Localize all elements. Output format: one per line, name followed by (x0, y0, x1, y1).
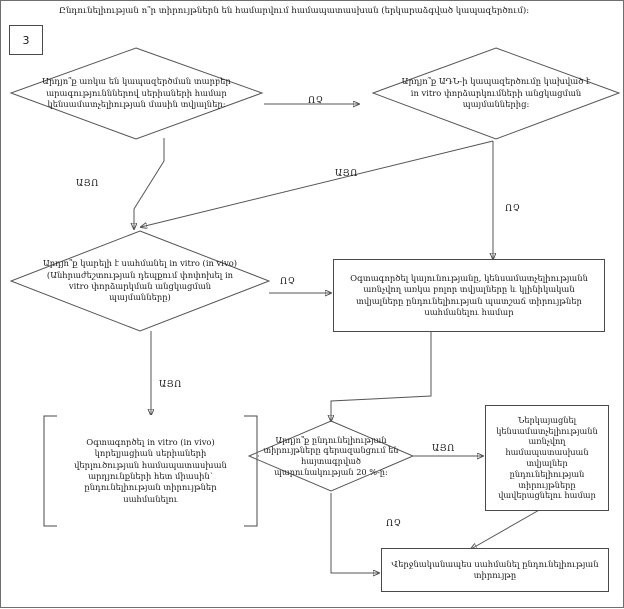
hexagon-shape (9, 47, 264, 140)
process-finalize-acceptance-range[interactable]: Վերջնականապես սահմանել ընդունելիության տ… (381, 548, 609, 592)
page-number: 3 (22, 33, 30, 47)
page-title: Ընդունելիության ո՞ր տիրույթներն են համար… (59, 6, 530, 16)
process-use-all-data[interactable]: Օգտագործել կայունությանը, կենսամատչելիու… (333, 259, 605, 332)
page-number-box: 3 (9, 25, 43, 55)
bracket-shape (43, 415, 258, 527)
hexagon-shape (247, 420, 415, 492)
decision-label: Արդյո՞ք կարելի է սահմանել in vitro (in v… (42, 258, 238, 303)
process-label: Օգտագործել in vitro (in vivo) կորելյացիա… (74, 436, 227, 504)
process-use-ivivc-correlation[interactable]: Օգտագործել in vitro (in vivo) կորելյացիա… (43, 415, 258, 527)
edge-label-yes-d4-p3: ԱՅՈ (432, 444, 455, 454)
decision-label: Արդյո՞ք ընդունելիության տիրույթները գերա… (263, 434, 399, 477)
decision-ivivc-definable[interactable]: Արդյո՞ք կարելի է սահմանել in vitro (in v… (9, 229, 271, 333)
edge-label-yes-d1-d3: ԱՅՈ (76, 179, 99, 189)
process-label: Վերջնականապես սահմանել ընդունելիության տ… (391, 558, 599, 580)
decision-bioavailability-data[interactable]: Արդյո՞ք առկա են կապազերծման տարբեր արագո… (9, 46, 264, 141)
decision-range-exceeds-20-percent[interactable]: Արդյո՞ք ընդունելիության տիրույթները գերա… (247, 419, 415, 493)
decision-label: Արդյո՞ք առկա են կապազերծման տարբեր արագո… (42, 76, 231, 110)
edge-label-yes-d3-p2: ԱՅՈ (159, 380, 182, 390)
process-label: Օգտագործել կայունությանը, կենսամատչելիու… (350, 272, 588, 317)
hexagon-shape (371, 47, 621, 140)
process-submit-bioavailability-data[interactable]: Ներկայացնել կենսամատչելիությանն առնչվող … (485, 405, 609, 511)
decision-label: Արդյո՞ք ԱԴՆ-ի կապազերծումը կախված է in v… (401, 76, 591, 110)
edge-label-no-d4-p4: ՈՉ (386, 519, 402, 529)
edge-label-no-d3-p1: ՈՉ (280, 277, 296, 287)
edge-label-no-d2-p1: ՈՉ (505, 204, 521, 214)
edge-label-no-d1-d2: ՈՉ (308, 96, 324, 106)
process-label: Ներկայացնել կենսամատչելիությանն առնչվող … (496, 414, 598, 501)
edge-label-yes-d2-d3: ԱՅՈ (335, 169, 358, 179)
decision-in-vitro-conditions[interactable]: Արդյո՞ք ԱԴՆ-ի կապազերծումը կախված է in v… (371, 46, 621, 141)
hexagon-shape (9, 230, 271, 332)
